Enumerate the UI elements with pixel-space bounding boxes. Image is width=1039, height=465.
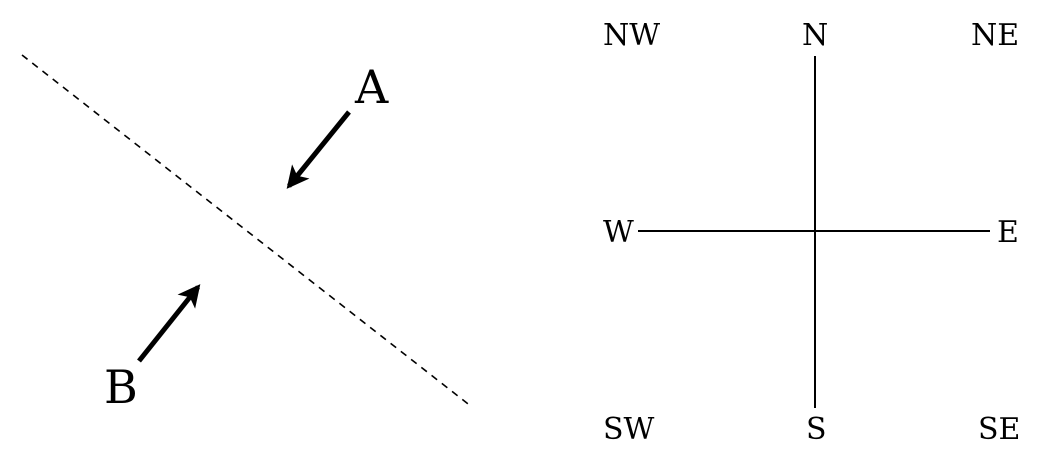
dashed-boundary-line — [21, 54, 473, 408]
compass-label-w: W — [603, 215, 634, 250]
compass-label-e: E — [997, 215, 1019, 250]
compass-label-ne: NE — [971, 18, 1020, 53]
compass-label-nw: NW — [603, 18, 661, 53]
compass-label-sw: SW — [603, 412, 655, 447]
arrow-a — [286, 110, 351, 189]
arrow-b-label: B — [104, 360, 138, 414]
compass-label-se: SE — [978, 412, 1021, 447]
arrow-a-label: A — [355, 60, 389, 114]
compass-label-n: N — [802, 18, 829, 53]
compass-label-s: S — [806, 412, 827, 447]
arrow-b — [137, 284, 201, 363]
